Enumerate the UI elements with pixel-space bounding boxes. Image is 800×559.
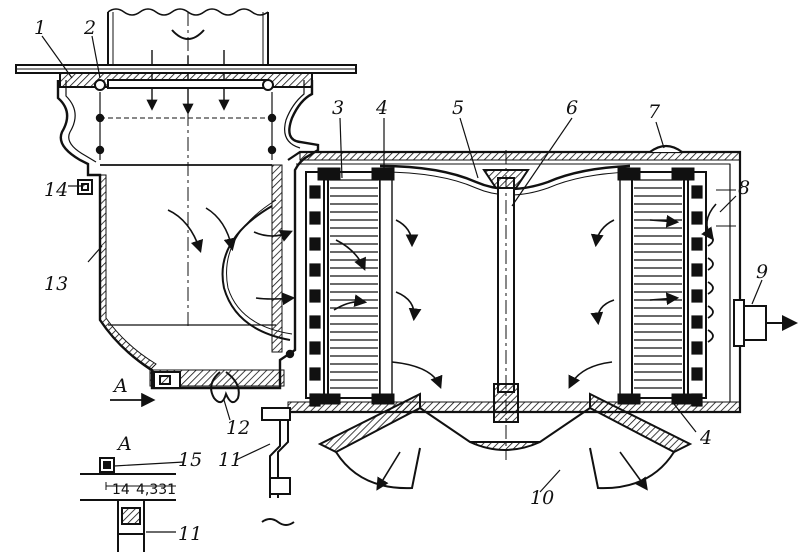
callout-2: 2 bbox=[83, 17, 96, 39]
perforation-mark bbox=[309, 367, 321, 381]
callout-4-top: 4 bbox=[375, 97, 388, 119]
left-filter-pack bbox=[305, 167, 395, 407]
perforation-mark bbox=[309, 315, 321, 329]
perforation-mark bbox=[309, 185, 321, 199]
callout-8: 8 bbox=[738, 177, 750, 199]
callout-11-main: 11 bbox=[218, 449, 242, 471]
perforation-mark bbox=[691, 367, 703, 381]
side-fitting bbox=[77, 179, 93, 195]
callout-9: 9 bbox=[756, 261, 768, 283]
perforation-mark bbox=[691, 211, 703, 225]
dimension-tail: 4,331 bbox=[136, 482, 176, 498]
right-filter-pack bbox=[617, 167, 707, 407]
top-flange bbox=[15, 64, 357, 91]
perforation-mark bbox=[691, 341, 703, 355]
perforation-mark bbox=[309, 289, 321, 303]
perforation-mark bbox=[309, 263, 321, 277]
callout-5: 5 bbox=[452, 97, 464, 119]
perforation-mark bbox=[309, 211, 321, 225]
perforation-mark bbox=[691, 185, 703, 199]
inlet-tube bbox=[107, 8, 269, 115]
perforation-mark bbox=[691, 315, 703, 329]
main-flow-arrows bbox=[333, 203, 717, 491]
outlet-pipe bbox=[733, 299, 798, 347]
outlet-lip bbox=[153, 371, 181, 389]
callout-6: 6 bbox=[566, 97, 578, 119]
callout-leaders bbox=[41, 35, 763, 533]
perforation-mark bbox=[691, 237, 703, 251]
dimension-value: 14 bbox=[112, 482, 130, 498]
detail-view-label: A bbox=[116, 433, 132, 455]
detail-view-a bbox=[80, 457, 176, 552]
perforation-mark bbox=[309, 237, 321, 251]
callout-13: 13 bbox=[44, 273, 68, 295]
deflector-dome bbox=[221, 199, 293, 341]
callout-1: 1 bbox=[34, 17, 46, 39]
outlet-spring-clips bbox=[707, 233, 714, 343]
perforation-mark bbox=[691, 263, 703, 277]
center-stud bbox=[482, 150, 530, 460]
callout-15: 15 bbox=[178, 449, 202, 471]
view-arrow-label: A bbox=[112, 375, 128, 397]
perforation-mark bbox=[691, 289, 703, 303]
dust-valve bbox=[210, 371, 240, 404]
callout-labels: 1 2 3 4 5 6 7 8 9 10 11 11 12 13 14 15 4… bbox=[34, 17, 768, 545]
mounting-bracket bbox=[261, 407, 295, 526]
callout-14: 14 bbox=[44, 179, 68, 201]
callout-11-detail: 11 bbox=[178, 523, 202, 545]
precleaner-housing bbox=[56, 80, 320, 390]
callout-7: 7 bbox=[648, 101, 661, 123]
callout-12: 12 bbox=[226, 417, 250, 439]
perforation-mark bbox=[309, 341, 321, 355]
callout-4-bottom: 4 bbox=[699, 427, 712, 449]
callout-10: 10 bbox=[530, 487, 554, 509]
ejector-cone bbox=[317, 392, 693, 490]
callout-3: 3 bbox=[332, 97, 344, 119]
